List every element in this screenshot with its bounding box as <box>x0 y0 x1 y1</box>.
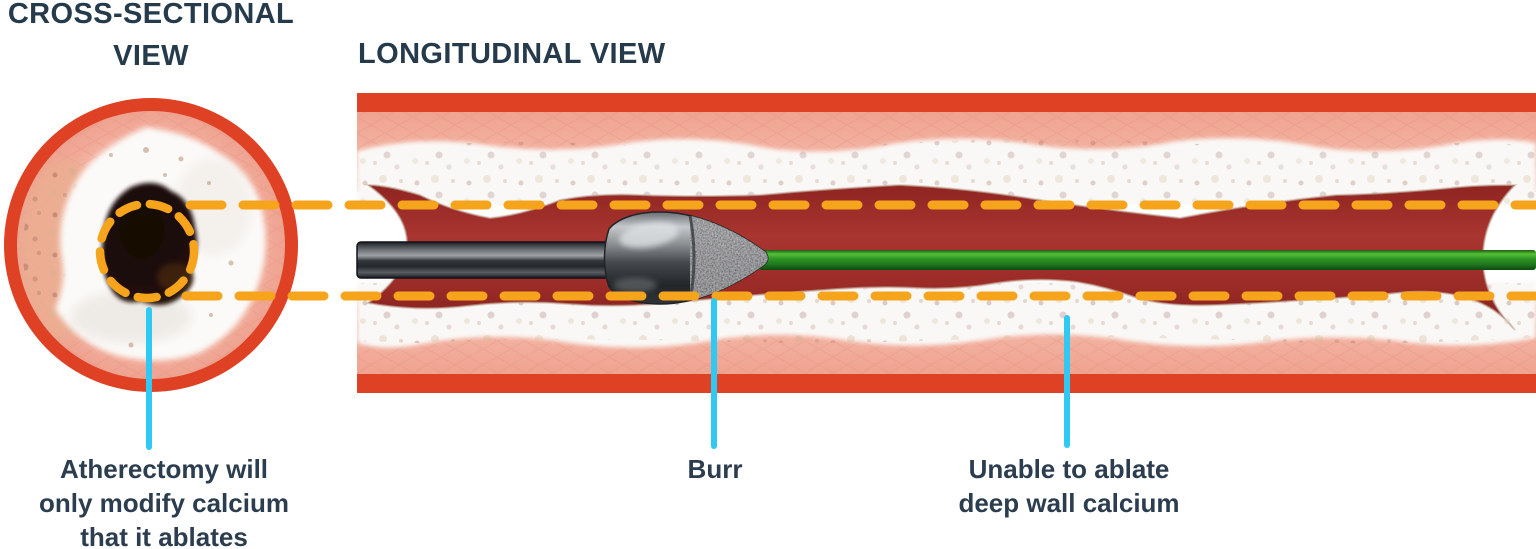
deep-wall-callout-line2: deep wall calcium <box>958 488 1180 518</box>
cross-sectional-title-line2: VIEW <box>113 40 189 72</box>
atherectomy-callout-line1: Atherectomy will <box>59 454 269 484</box>
lumen-dashed-circle <box>95 199 199 303</box>
cross-sectional-view-title: CROSS-SECTIONAL VIEW <box>0 0 302 77</box>
longitudinal-artery <box>356 93 1536 393</box>
callout-lines <box>146 298 1070 450</box>
catheter-shaft <box>356 241 614 279</box>
burr-diamond-coating <box>690 215 768 301</box>
atherectomy-callout-line2: only modify calcium <box>39 488 289 518</box>
burr-highlight <box>619 222 679 248</box>
vessel-outer-wall-top <box>357 93 1536 112</box>
cross-section-artery <box>4 98 298 392</box>
burr-device <box>603 211 769 305</box>
deep-wall-callout-label: Unable to ablate deep wall calcium <box>917 452 1221 520</box>
atherectomy-callout-line3: that it ablates <box>80 522 248 549</box>
burr-lower-sheen <box>613 278 657 292</box>
cross-sectional-title-line1: CROSS-SECTIONAL <box>7 0 295 30</box>
atherectomy-callout-label: Atherectomy will only modify calcium tha… <box>14 452 314 549</box>
guidewire <box>759 250 1536 270</box>
vessel-outer-wall-bottom <box>357 374 1536 393</box>
burr-callout-label: Burr <box>687 454 743 484</box>
projection-guides <box>95 199 1536 303</box>
longitudinal-view-title: LONGITUDINAL VIEW <box>358 38 666 70</box>
calcium-band-top-speckles <box>357 139 1536 205</box>
deep-wall-callout-line1: Unable to ablate <box>968 454 1170 484</box>
cs-calcium-speckles <box>109 147 234 348</box>
